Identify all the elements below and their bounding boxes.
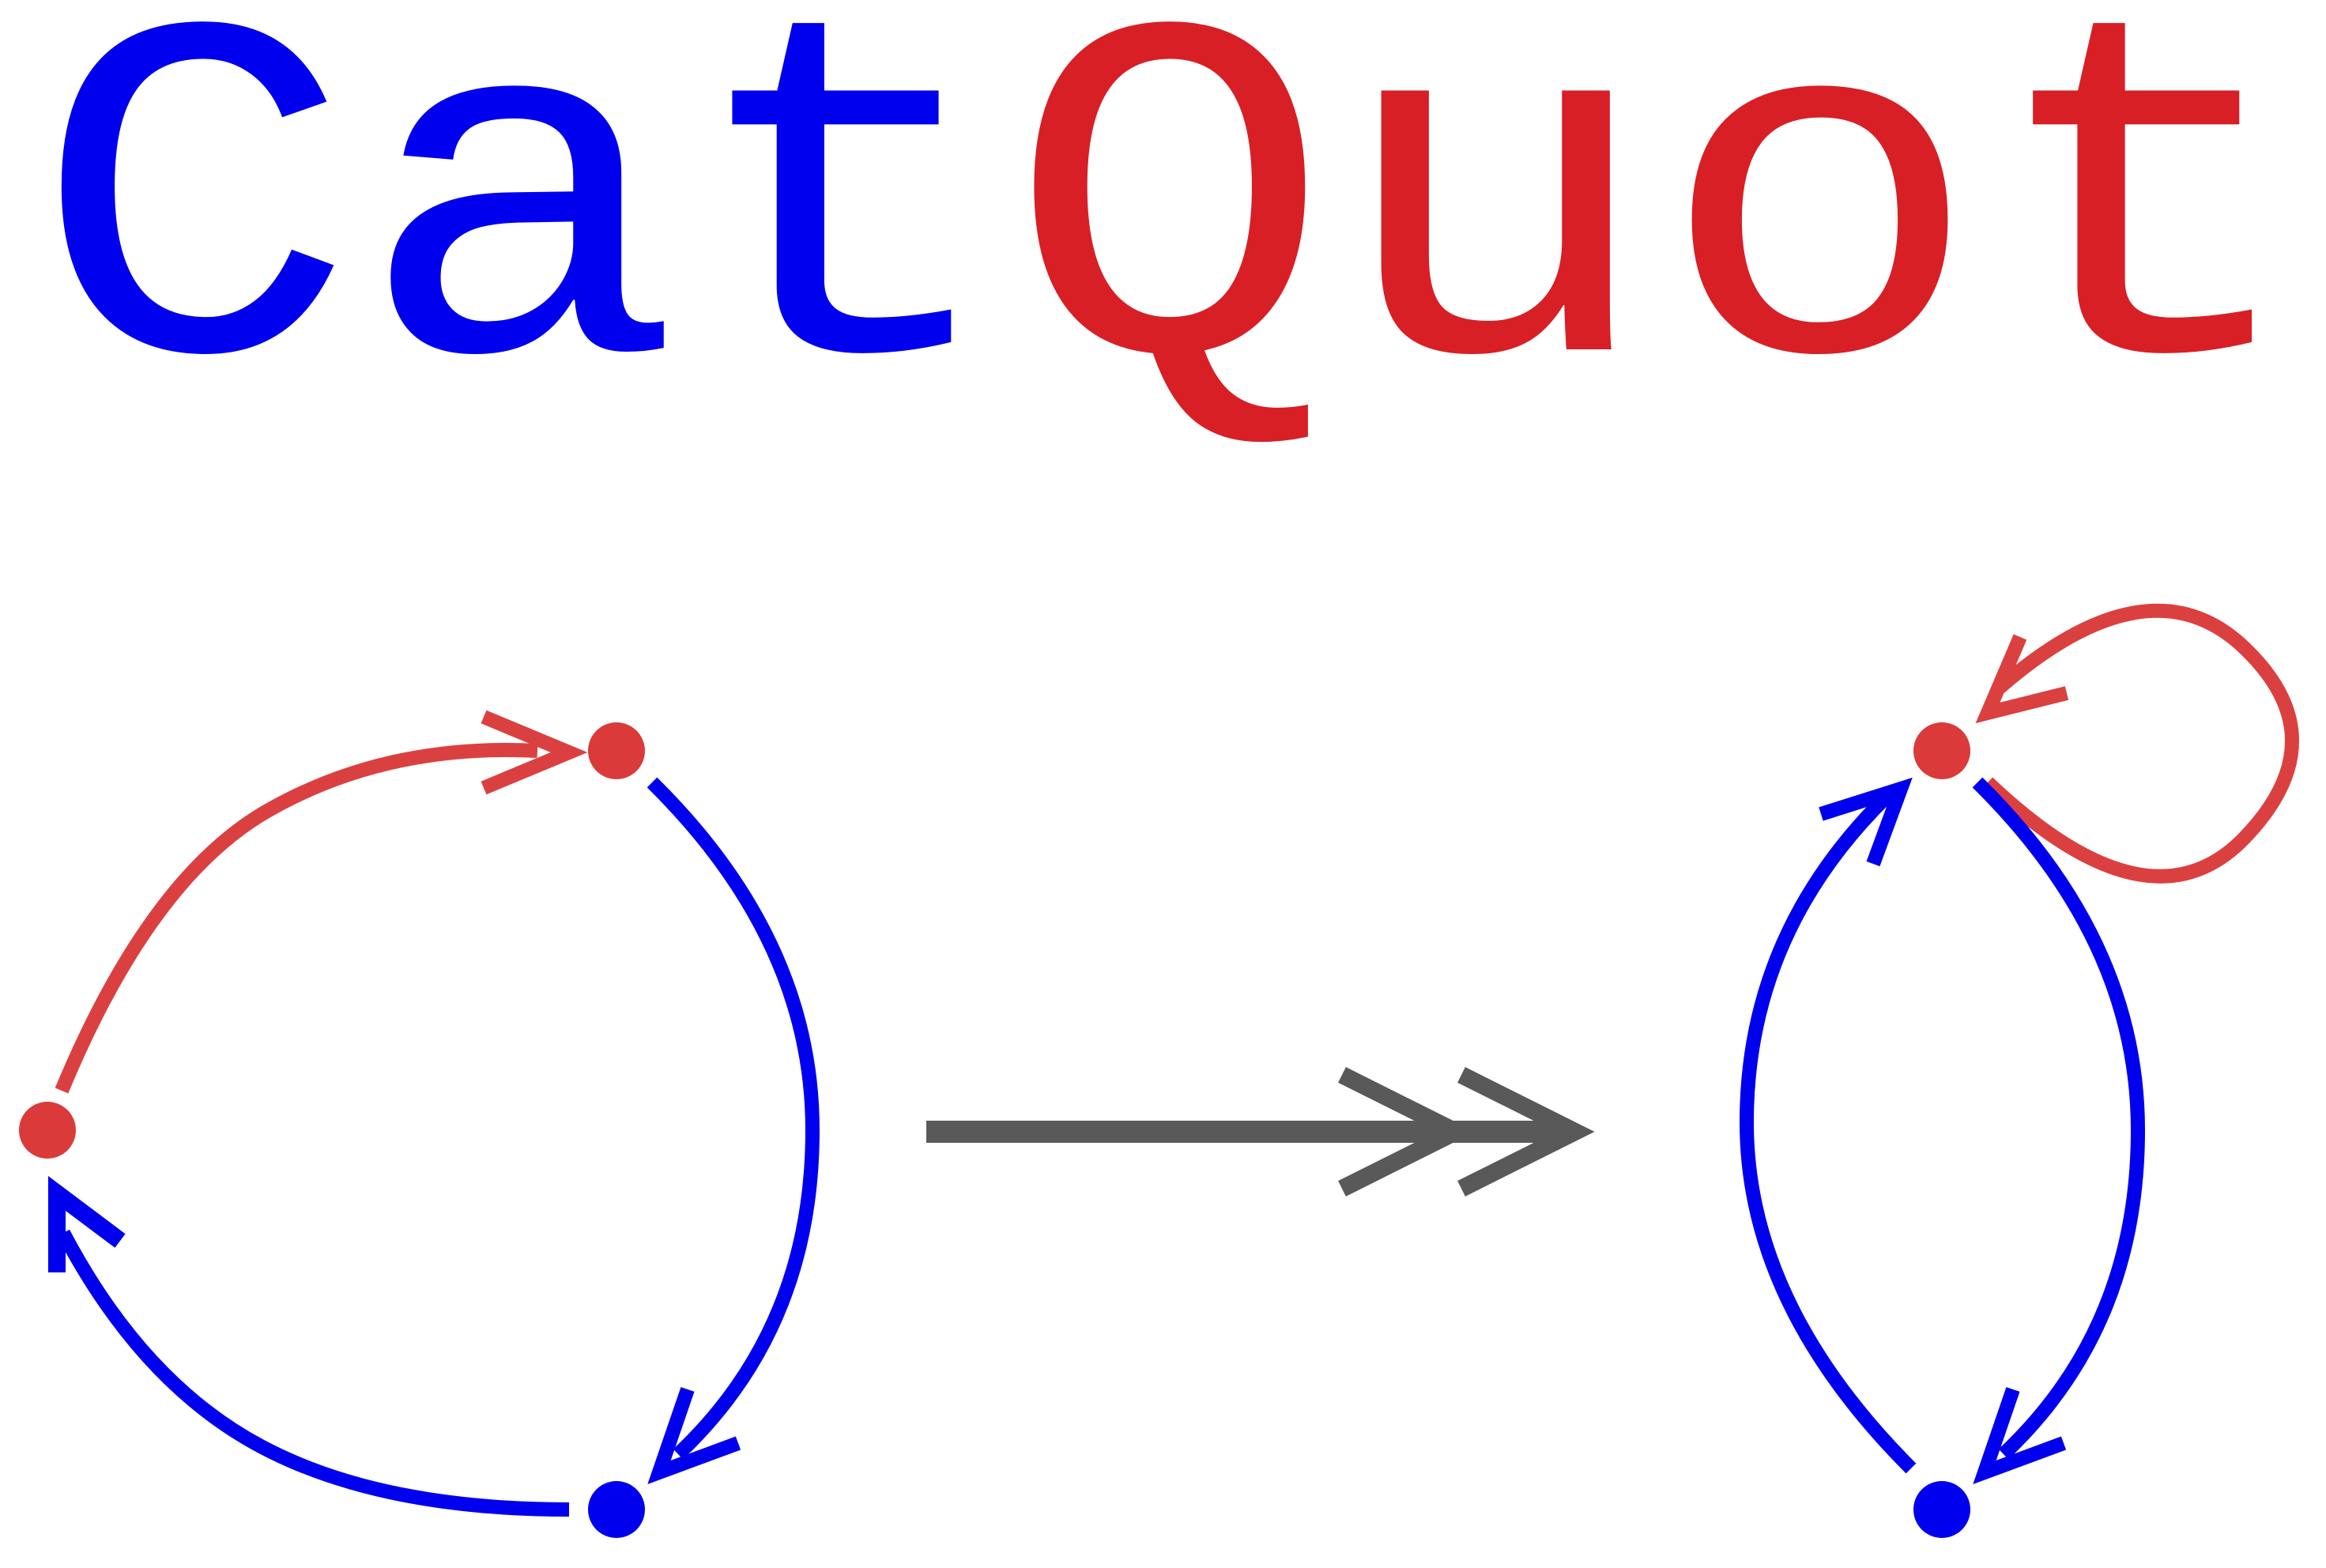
quotient-arrowhead-front <box>1457 1067 1595 1197</box>
source-node-bottom <box>588 1481 645 1538</box>
target-edge-bottom-to-top <box>1739 789 1917 1474</box>
quotient-arrowhead-back <box>1338 1067 1476 1197</box>
target-node-top <box>1913 722 1970 779</box>
target-arrowhead-loop <box>1975 634 2069 724</box>
quotient-arrow <box>926 1067 1595 1197</box>
target-graph <box>1739 603 2299 1538</box>
target-arrowhead-top-to-bottom <box>1973 1387 2067 1485</box>
source-graph <box>19 710 820 1538</box>
source-arrowhead-left-to-top <box>481 710 588 795</box>
source-node-left <box>19 1102 76 1159</box>
source-edge-left-to-top <box>55 742 538 1094</box>
logo-cat: Cat <box>32 0 1007 497</box>
source-edge-top-to-bottom <box>647 777 820 1460</box>
target-node-bottom <box>1913 1481 1970 1538</box>
target-arrowhead-bottom-to-top <box>1819 777 1913 867</box>
target-edge-top-to-bottom <box>1972 777 2146 1460</box>
target-edge-loop <box>1982 603 2299 884</box>
source-arrowhead-top-to-bottom <box>647 1387 741 1485</box>
logo-quot: Quot <box>1007 0 2308 497</box>
source-node-top <box>588 722 645 779</box>
source-arrowhead-bottom-to-left <box>48 1176 126 1272</box>
source-edge-bottom-to-left <box>57 1229 570 1517</box>
